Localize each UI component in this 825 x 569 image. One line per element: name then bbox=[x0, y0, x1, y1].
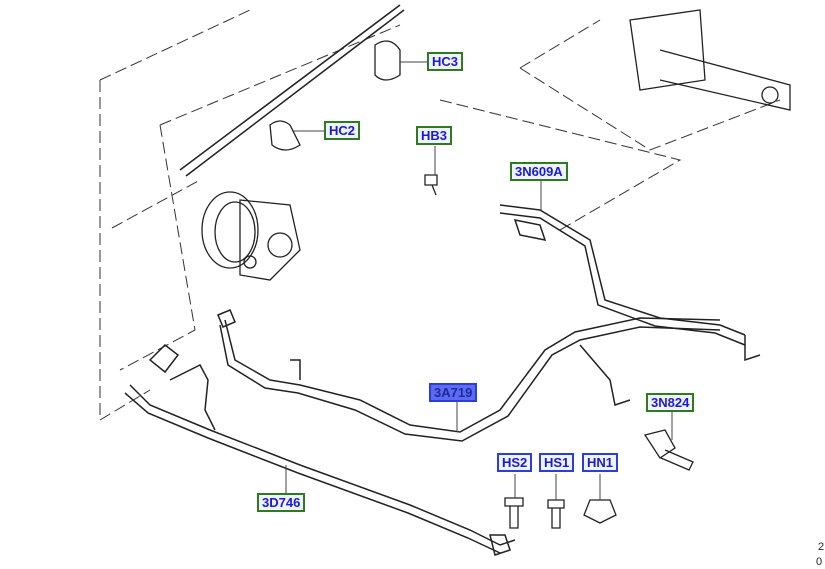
callout-hs1[interactable]: HS1 bbox=[539, 453, 575, 472]
bolt-hs2 bbox=[504, 497, 524, 529]
clip-hc2 bbox=[269, 120, 301, 151]
line-3n609a bbox=[499, 204, 761, 362]
hose-3a719 bbox=[217, 309, 721, 442]
callout-hb3[interactable]: HB3 bbox=[416, 126, 453, 145]
sensor-3n824 bbox=[643, 429, 694, 471]
bolt-hs1 bbox=[547, 499, 565, 529]
corner-text-2: 0 bbox=[816, 556, 823, 568]
steering-rack bbox=[629, 9, 791, 111]
dashed-outlines bbox=[99, 9, 781, 421]
bolt-hb3 bbox=[424, 174, 438, 196]
callout-3d746[interactable]: 3D746 bbox=[257, 493, 306, 512]
callout-3n824[interactable]: 3N824 bbox=[646, 393, 695, 412]
rod bbox=[179, 4, 405, 177]
pump bbox=[201, 191, 301, 281]
tube-3d746 bbox=[124, 344, 516, 556]
callout-hc3[interactable]: HC3 bbox=[427, 52, 464, 71]
callout-3a719[interactable]: 3A719 bbox=[429, 383, 478, 402]
nut-hn1 bbox=[583, 499, 617, 524]
callout-3n609a[interactable]: 3N609A bbox=[510, 162, 568, 181]
callout-hs2[interactable]: HS2 bbox=[497, 453, 533, 472]
callout-hn1[interactable]: HN1 bbox=[582, 453, 619, 472]
leader-lines bbox=[285, 61, 673, 500]
callout-hc2[interactable]: HC2 bbox=[324, 121, 361, 140]
clip-hc3 bbox=[374, 40, 401, 81]
corner-text-1: 2 bbox=[818, 541, 825, 553]
